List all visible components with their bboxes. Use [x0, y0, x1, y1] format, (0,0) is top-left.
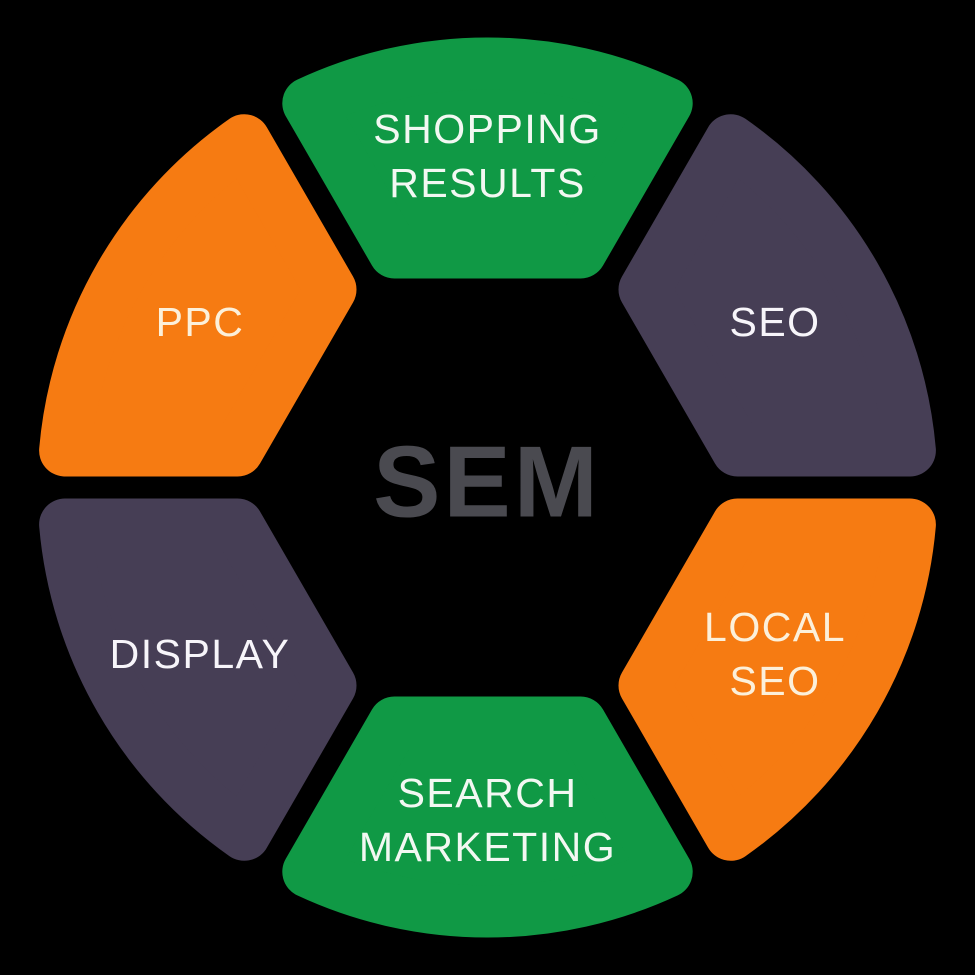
segment-shape-display: [39, 498, 357, 861]
segment-shape-seo: [618, 114, 936, 477]
segment-shape-ppc: [39, 114, 357, 477]
segment-shape-search-marketing: [282, 696, 693, 938]
segment-label-ppc: PPC: [155, 298, 245, 345]
segment-label-display: DISPLAY: [109, 630, 291, 677]
segment-shape-shopping-results: [282, 37, 693, 279]
segment-label-shopping-results: SHOPPING RESULTS: [373, 105, 602, 206]
segment-label-search-marketing: SEARCH MARKETING: [358, 769, 617, 870]
segment-label-seo: SEO: [729, 298, 821, 345]
segment-label-local-seo: LOCAL SEO: [704, 603, 846, 704]
segment-shape-local-seo: [618, 498, 936, 861]
center-label: SEM: [373, 426, 601, 539]
